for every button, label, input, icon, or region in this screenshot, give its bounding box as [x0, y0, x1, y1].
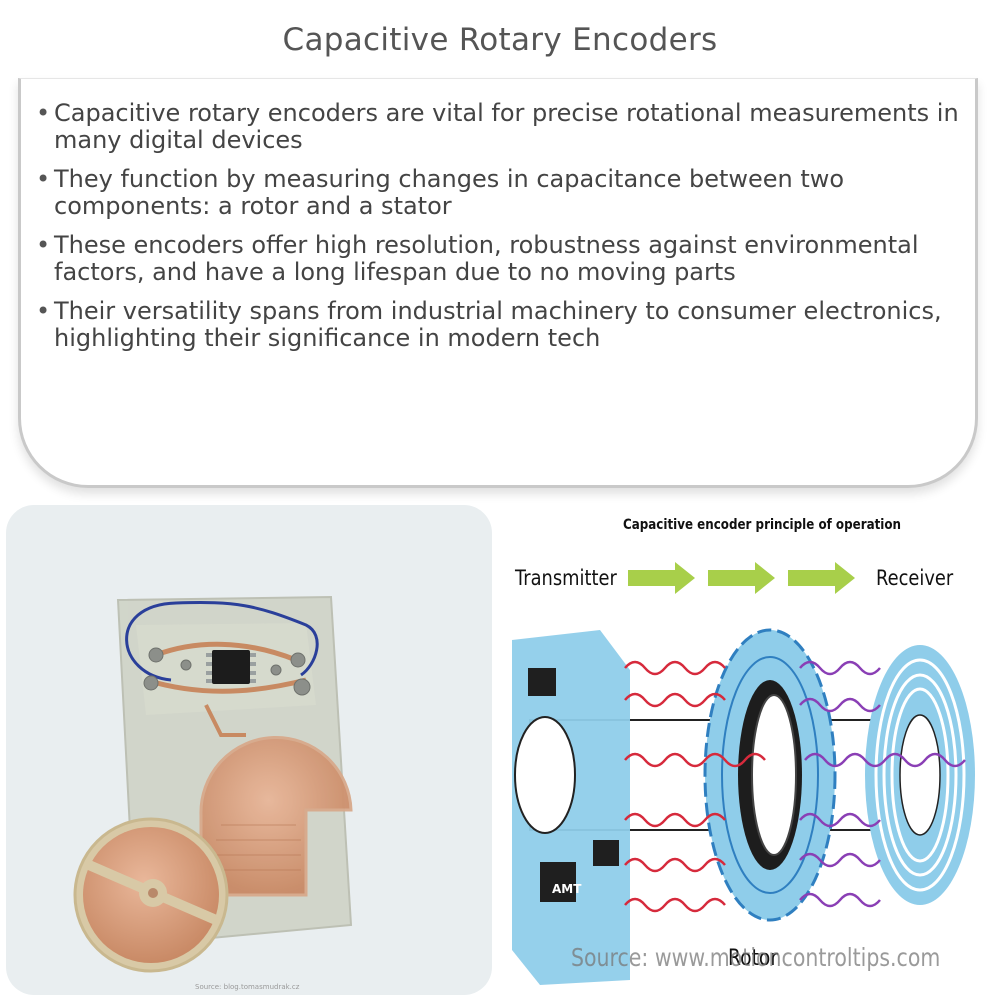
ic-chip [212, 650, 250, 684]
encoder-pcb-illustration [73, 595, 353, 973]
encoder-diagram [500, 505, 994, 995]
signal-waves-purple [799, 660, 966, 908]
encoder-photo [6, 505, 492, 995]
diagram-title: Capacitive encoder principle of operatio… [623, 517, 902, 533]
page-title: Capacitive Rotary Encoders [282, 22, 718, 58]
signal-waves-red [624, 660, 766, 913]
chip-icon [593, 840, 619, 866]
transmitter-label: Transmitter [515, 566, 617, 590]
receiver-plate [865, 645, 975, 905]
bullet-item: They function by measuring changes in ca… [36, 166, 976, 220]
rotor-label: Rotor [728, 946, 779, 971]
stator-half-disc [199, 735, 353, 897]
bullet-item: These encoders offer high resolution, ro… [36, 232, 976, 286]
principle-diagram [512, 562, 975, 985]
receiver-label: Receiver [876, 566, 954, 590]
rotor-disc-diagram [703, 628, 837, 922]
blue-wire [125, 601, 319, 682]
direction-arrows [628, 562, 855, 594]
diagram-source: Source: www.motioncontroltips.com [571, 943, 941, 972]
chip-icon [528, 668, 556, 696]
photo-credit: Source: blog.tomasmudrak.cz [195, 983, 300, 991]
amt-chip-icon [540, 862, 576, 902]
bullet-item: Capacitive rotary encoders are vital for… [36, 100, 976, 154]
bullet-item: Their versatility spans from industrial … [36, 298, 976, 352]
amt-chip-label: AMT [552, 882, 582, 896]
bullet-list: Capacitive rotary encoders are vital for… [36, 100, 976, 364]
